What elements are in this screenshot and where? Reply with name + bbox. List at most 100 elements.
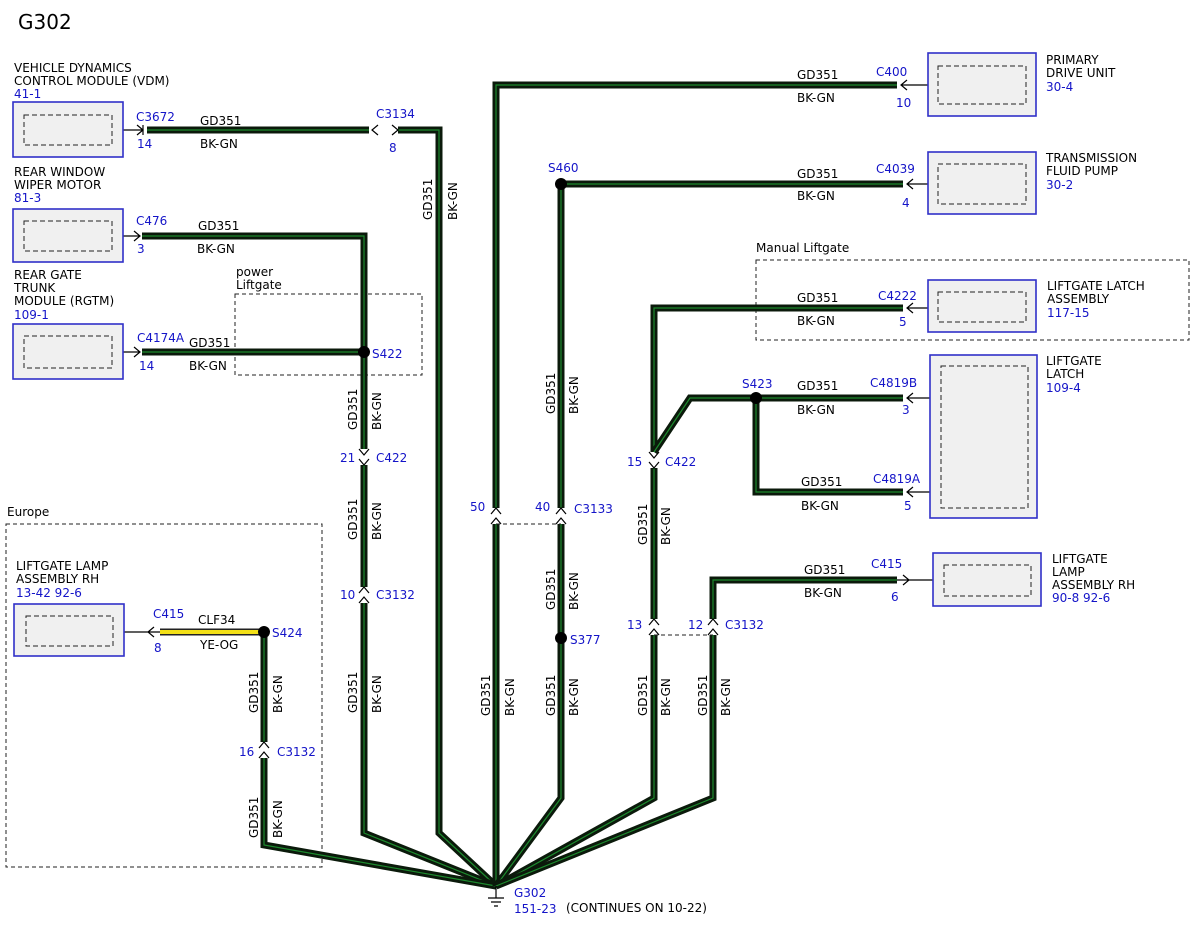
wire-label-v-c422-circuit: GD351	[346, 499, 360, 540]
conn-c4819b-pin: 3	[902, 403, 910, 417]
wire-wiper-stripe	[142, 235, 365, 352]
wire-label-lamp-right-color: BK-GN	[804, 586, 842, 600]
conn-c415-right-name: C415	[871, 557, 902, 571]
conn-c476-name: C476	[136, 214, 167, 228]
conn-c3132-c-name: C3132	[725, 618, 764, 632]
wire-label-v-c3132b-color: BK-GN	[271, 800, 285, 838]
wire-label-v-c3132d-circuit: GD351	[696, 675, 710, 716]
component-lamp-left-label-2: ASSEMBLY RH	[16, 572, 99, 586]
wire-label-wiper-circuit: GD351	[198, 219, 239, 233]
c3132-c-arrow	[648, 618, 660, 636]
c3133-b-arrow	[555, 507, 567, 525]
component-latch-asm-label-2: ASSEMBLY	[1047, 292, 1110, 306]
component-latch-inner	[940, 365, 1029, 509]
wire-label-pdu-circuit: GD351	[797, 68, 838, 82]
conn-c3134-pin: 8	[389, 141, 397, 155]
ground-name: G302	[514, 886, 546, 900]
component-pdu-inner	[937, 65, 1027, 105]
conn-c3134-name: C3134	[376, 107, 415, 121]
diagram-title: G302	[18, 10, 72, 34]
wire-label-vdm-circuit: GD351	[200, 114, 241, 128]
c476-arrow	[123, 230, 141, 242]
c415-right-arrow	[897, 574, 933, 586]
conn-c422-right-name: C422	[665, 455, 696, 469]
component-pdu-label-1: PRIMARY	[1046, 53, 1099, 67]
conn-c400-name: C400	[876, 65, 907, 79]
wire-label-rgtm-circuit: GD351	[189, 336, 230, 350]
conn-c4039-pin: 4	[902, 196, 910, 210]
wire-label-v-c3132a-color: BK-GN	[370, 675, 384, 713]
c3134-arrow	[371, 124, 399, 136]
wire-label-v-s424-circuit: GD351	[247, 672, 261, 713]
c3132-b-arrow	[258, 741, 270, 759]
wire-s423-c422-stripe	[653, 397, 756, 453]
wire-label-c4819a-circuit: GD351	[801, 475, 842, 489]
region-power-liftgate-label-1: power	[236, 265, 273, 279]
component-lamp-left-label-1: LIFTGATE LAMP	[16, 559, 108, 573]
component-wiper-ref: 81-3	[14, 191, 41, 205]
component-vdm-label-2: CONTROL MODULE (VDM)	[14, 74, 169, 88]
c3132-a-arrow	[358, 586, 370, 604]
component-latch-asm-inner	[937, 291, 1027, 323]
conn-c3132-c-pin-b: 12	[688, 618, 703, 632]
wire-c3133-ground-b-stripe	[495, 524, 562, 887]
wire-group	[142, 81, 903, 890]
conn-c4174a-pin: 14	[139, 359, 154, 373]
wire-lamp-right-stripe	[712, 579, 897, 619]
conn-c4039-name: C4039	[876, 162, 915, 176]
conn-c3132-a-pin: 10	[340, 588, 355, 602]
wire-label-rgtm-color: BK-GN	[189, 359, 227, 373]
conn-c3132-c-pin-a: 13	[627, 618, 642, 632]
component-pdu-ref: 30-4	[1046, 80, 1073, 94]
region-manual-liftgate-label: Manual Liftgate	[756, 241, 849, 255]
wire-label-v-s377-circuit: GD351	[544, 675, 558, 716]
component-latch-asm-label-1: LIFTGATE LATCH	[1047, 279, 1145, 293]
component-wiper-label-1: REAR WINDOW	[14, 165, 105, 179]
wire-latch-asm-stripe	[653, 307, 903, 452]
c3132-d-arrow	[707, 618, 719, 636]
wire-c3132-ground-b-stripe	[263, 758, 497, 887]
wire-label-clf34-color: YE-OG	[199, 638, 238, 652]
c422-right-arrow	[648, 451, 660, 469]
wire-label-v-s377-color: BK-GN	[567, 678, 581, 716]
conn-c3133-name: C3133	[574, 502, 613, 516]
component-rgtm-label-3: MODULE (RGTM)	[14, 294, 114, 308]
wire-label-v-c422r-circuit: GD351	[636, 504, 650, 545]
wire-c3132-ground-d	[494, 635, 717, 890]
wire-label-v-c3132b-circuit: GD351	[247, 797, 261, 838]
wire-label-c4819a-color: BK-GN	[801, 499, 839, 513]
conn-c3132-b-name: C3132	[277, 745, 316, 759]
wire-tfp-stripe	[560, 183, 903, 508]
c422-left-arrow	[358, 448, 370, 466]
wire-label-v-c3134-color: BK-GN	[446, 182, 460, 220]
wire-label-clf34-circuit: CLF34	[198, 613, 235, 627]
conn-c3132-a-name: C3132	[376, 588, 415, 602]
splice-s423	[750, 392, 762, 404]
wire-latch-asm	[650, 304, 903, 452]
region-europe-label: Europe	[7, 505, 49, 519]
conn-c4222-pin: 5	[899, 315, 907, 329]
wire-label-v-s460-color: BK-GN	[567, 376, 581, 414]
conn-c4819b-name: C4819B	[870, 376, 917, 390]
c4819a-arrow	[906, 486, 930, 498]
conn-c4222-name: C4222	[878, 289, 917, 303]
splice-s460-label: S460	[548, 161, 579, 175]
component-rgtm-label-1: REAR GATE	[14, 268, 82, 282]
wire-label-c4819b-color: BK-GN	[797, 403, 835, 417]
connector-symbols	[123, 79, 933, 759]
c4174a-arrow	[123, 346, 141, 358]
component-latch-label-1: LIFTGATE	[1046, 354, 1102, 368]
component-lamp-right-label-2: LAMP	[1052, 565, 1085, 579]
component-tfp-ref: 30-2	[1046, 178, 1073, 192]
wire-label-v-c3133-color: BK-GN	[567, 572, 581, 610]
conn-c422-right-pin: 15	[627, 455, 642, 469]
splice-s424-label: S424	[272, 626, 303, 640]
splice-s460	[555, 178, 567, 190]
conn-c3133-pin-b: 40	[535, 500, 550, 514]
wire-label-v-c422-color: BK-GN	[370, 502, 384, 540]
wire-label-vdm-color: BK-GN	[200, 137, 238, 151]
region-power-liftgate-label-2: Liftgate	[236, 278, 282, 292]
conn-c3672-pin: 14	[137, 137, 152, 151]
wire-label-wiper-color: BK-GN	[197, 242, 235, 256]
